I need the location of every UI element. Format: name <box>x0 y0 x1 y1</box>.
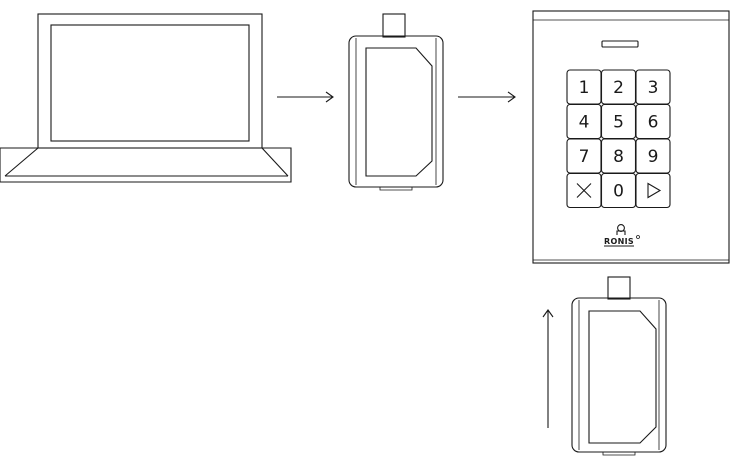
key-3[interactable]: 3 <box>635 69 671 105</box>
usb-programmer-icon <box>571 276 667 456</box>
play-icon <box>647 182 662 199</box>
keypad-lock-icon: 1 2 3 4 5 6 7 8 9 0 RONIS <box>532 10 730 264</box>
key-8[interactable]: 8 <box>600 138 637 174</box>
brand-label: RONIS <box>604 237 634 246</box>
key-5[interactable]: 5 <box>600 103 637 140</box>
key-label: 7 <box>579 147 590 167</box>
key-label: 4 <box>579 113 590 133</box>
arrow-icon <box>458 91 516 103</box>
clear-key[interactable] <box>566 172 602 209</box>
close-icon <box>576 183 592 198</box>
key-label: 2 <box>613 78 624 98</box>
key-2[interactable]: 2 <box>600 69 637 105</box>
key-label: 3 <box>648 78 659 98</box>
key-label: 6 <box>648 113 659 133</box>
arrow-icon <box>277 91 334 103</box>
key-9[interactable]: 9 <box>635 138 671 174</box>
key-label: 5 <box>613 113 624 133</box>
usb-programmer-icon <box>348 13 444 191</box>
key-1[interactable]: 1 <box>566 69 602 105</box>
ronis-logo-icon <box>616 224 626 235</box>
key-7[interactable]: 7 <box>566 138 602 174</box>
key-label: 1 <box>579 78 590 98</box>
key-label: 9 <box>648 147 659 167</box>
enter-key[interactable] <box>635 172 671 209</box>
key-0[interactable]: 0 <box>600 172 637 209</box>
key-4[interactable]: 4 <box>566 103 602 140</box>
arrow-icon <box>542 309 554 428</box>
key-6[interactable]: 6 <box>635 103 671 140</box>
laptop-icon <box>0 13 292 183</box>
key-label: 8 <box>613 147 624 167</box>
keypad-grid: 1 2 3 4 5 6 7 8 9 0 <box>566 69 671 209</box>
key-label: 0 <box>613 182 624 202</box>
